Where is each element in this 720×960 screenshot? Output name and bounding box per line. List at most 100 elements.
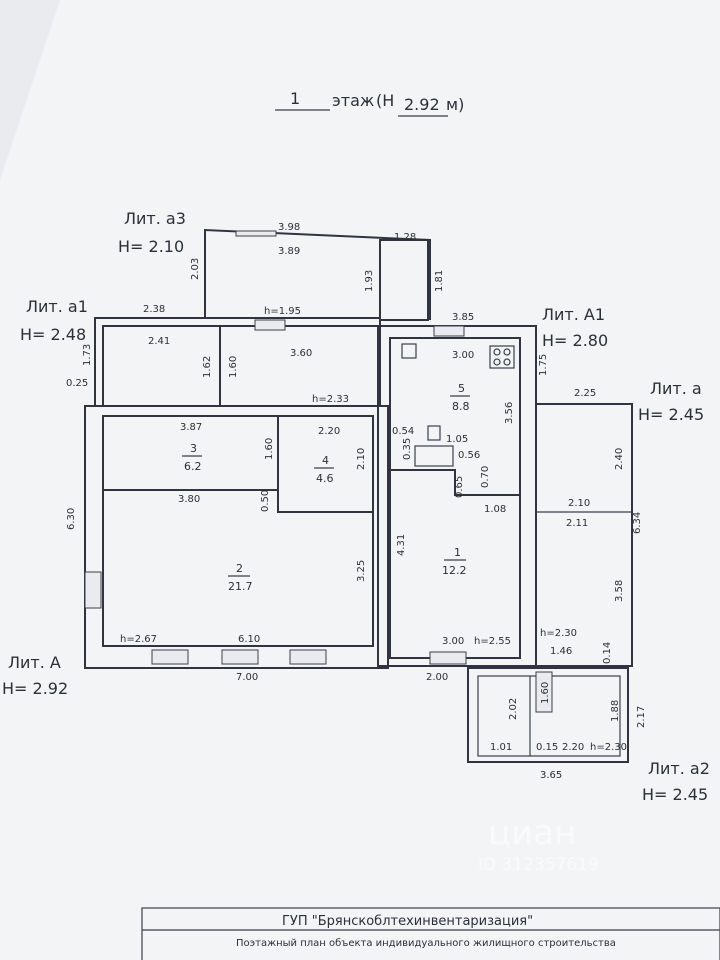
- floor-height-value: 2.92: [404, 95, 440, 114]
- dimension-label: 3.85: [452, 312, 474, 323]
- window: [254, 319, 286, 331]
- watermark-brand: циан: [488, 813, 576, 853]
- dimension-label: 3.98: [278, 222, 300, 233]
- dimension-label: h=2.30: [540, 628, 577, 639]
- lit-a-height: Н= 2.45: [638, 405, 704, 424]
- dimension-label: 1.60: [264, 438, 275, 460]
- dimension-label: 0.70: [480, 466, 491, 488]
- dimension-label: 0.54: [392, 426, 414, 437]
- stamp-org: ГУП "Брянскоблтехинвентаризация": [282, 914, 533, 929]
- dimension-label: 2.10: [356, 448, 367, 470]
- stove-icon: [489, 345, 515, 369]
- dimension-label: 1.60: [228, 356, 239, 378]
- wall-lit-a2: [467, 667, 629, 763]
- lit-a1-height: Н= 2.48: [20, 325, 86, 344]
- lit-a3-height: Н= 2.10: [118, 237, 184, 256]
- wall-litA-inner: [102, 415, 374, 647]
- dimension-label: 6.10: [238, 634, 260, 645]
- room-2-area: 21.7: [228, 580, 253, 593]
- dimension-label: 0.25: [66, 378, 88, 389]
- dimension-label: 2.17: [636, 706, 647, 728]
- window: [289, 649, 327, 665]
- window: [535, 671, 553, 713]
- dimension-label: 1.08: [484, 504, 506, 515]
- dimension-label: 1.01: [490, 742, 512, 753]
- dimension-label: 3.58: [614, 580, 625, 602]
- dimension-label: 0.65: [454, 476, 465, 498]
- stamp-frame: [141, 907, 720, 960]
- wall-a3: [204, 228, 431, 320]
- dimension-label: 1.05: [446, 434, 468, 445]
- dimension-label: 1.46: [550, 646, 572, 657]
- dimension-label: 1.60: [540, 682, 551, 704]
- dimension-label: 2.02: [508, 698, 519, 720]
- wall-room5-bottom: [390, 469, 520, 496]
- room-labels: 2 21.7 3 6.2 4 4.6 5 8.8 1 12.2: [182, 382, 470, 593]
- burner-icon: [493, 348, 501, 356]
- burner-icon: [493, 358, 501, 366]
- room-4-number: 4: [322, 454, 329, 467]
- dimension-label: 1.73: [82, 344, 93, 366]
- dimension-label: 4.31: [396, 534, 407, 556]
- height-unit: м): [446, 95, 464, 114]
- watermark-id: ID 312357619: [478, 855, 599, 875]
- dimension-label: 3.80: [178, 494, 200, 505]
- dimension-label: 0.14: [602, 642, 613, 664]
- wall-a3-annex: [379, 239, 429, 321]
- dimension-label: 2.00: [426, 672, 448, 683]
- burner-icon: [503, 358, 511, 366]
- dimension-label: 2.25: [574, 388, 596, 399]
- structure-labels: Лит. а3 Н= 2.10 Лит. а1 Н= 2.48 Лит. А1 …: [2, 209, 710, 804]
- lit-A-height: Н= 2.92: [2, 679, 68, 698]
- dimension-label: 3.00: [452, 350, 474, 361]
- dimension-label: 2.11: [566, 518, 588, 529]
- dimension-label: 3.25: [356, 560, 367, 582]
- fixtures: [401, 343, 515, 467]
- boiler-icon: [427, 425, 441, 441]
- dimension-label: 1.28: [394, 232, 416, 243]
- window: [429, 651, 467, 665]
- room-1-number: 1: [454, 546, 461, 559]
- dimension-label: 0.15: [536, 742, 558, 753]
- dimension-label: 0.50: [260, 490, 271, 512]
- room-2-number: 2: [236, 562, 243, 575]
- floor-label: этаж: [332, 91, 374, 110]
- title-stamp: ГУП "Брянскоблтехинвентаризация" Поэтажн…: [141, 907, 720, 960]
- room-5-area: 8.8: [452, 400, 470, 413]
- floor-header: 1 этаж (Н 2.92 м): [275, 89, 464, 117]
- dimension-label: 3.89: [278, 246, 300, 257]
- dimension-label: 7.00: [236, 672, 258, 683]
- dimension-label: 2.40: [614, 448, 625, 470]
- window: [151, 649, 189, 665]
- window: [433, 325, 465, 337]
- dimension-label: h=2.67: [120, 634, 157, 645]
- room-3-number: 3: [190, 442, 197, 455]
- dimension-label: 3.56: [504, 402, 515, 424]
- lit-a-name: Лит. а: [650, 379, 702, 398]
- stamp-subtitle: Поэтажный план объекта индивидуального ж…: [236, 938, 616, 949]
- dimension-label: 0.56: [458, 450, 480, 461]
- dimension-label: 6.34: [632, 512, 643, 534]
- dimension-label: h=2.33: [312, 394, 349, 405]
- room-5-number: 5: [458, 382, 465, 395]
- dimension-label: 2.10: [568, 498, 590, 509]
- wall-room4: [277, 416, 373, 513]
- dimension-label: 3.60: [290, 348, 312, 359]
- dimension-label: h=2.30: [590, 742, 627, 753]
- dimension-label: 1.88: [610, 700, 621, 722]
- dimension-label: 2.20: [562, 742, 584, 753]
- lit-a2-name: Лит. а2: [648, 759, 710, 778]
- lit-a2-height: Н= 2.45: [642, 785, 708, 804]
- dimension-label: 1.62: [202, 356, 213, 378]
- watermark: циан ID 312357619: [478, 813, 599, 875]
- room-4-area: 4.6: [316, 472, 334, 485]
- dimension-label: 1.93: [364, 270, 375, 292]
- stove-heater-icon: [414, 445, 454, 467]
- dimension-label: 3.65: [540, 770, 562, 781]
- dimension-label: 1.81: [434, 270, 445, 292]
- floor-number: 1: [290, 89, 300, 108]
- dimension-labels: 3.98 3.89 1.28 2.03 1.93 1.81 2.38 h=1.9…: [66, 222, 647, 781]
- dimension-label: h=1.95: [264, 306, 301, 317]
- window: [221, 649, 259, 665]
